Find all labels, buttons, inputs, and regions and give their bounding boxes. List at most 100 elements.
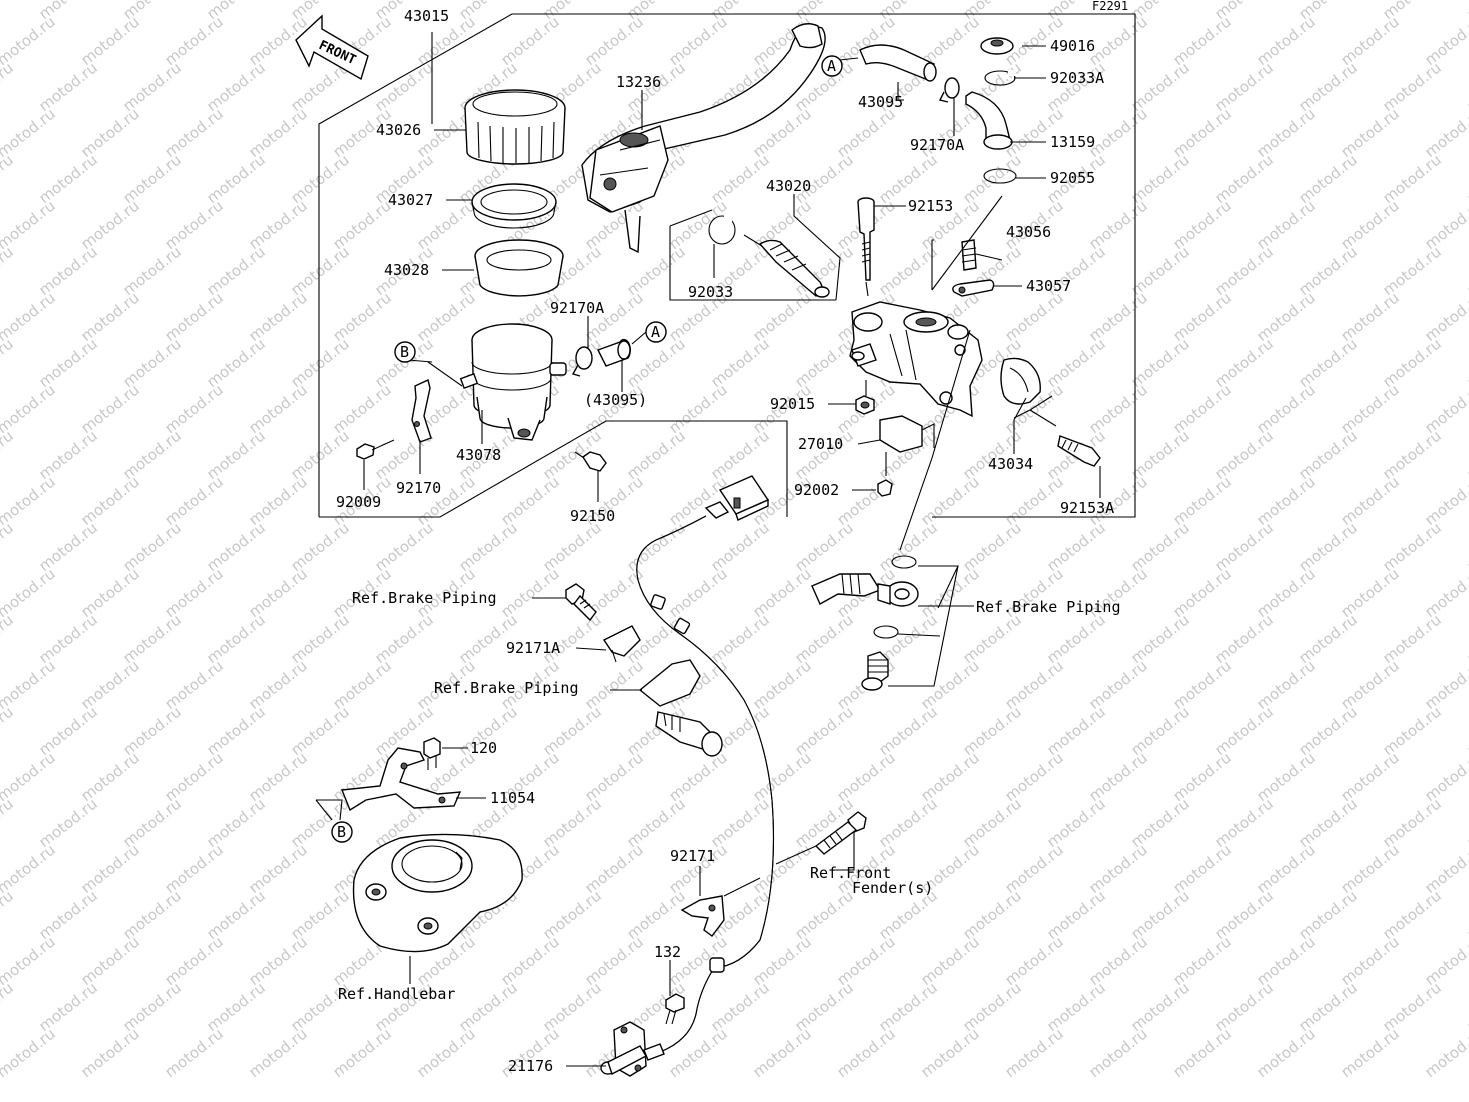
label-43027: 43027 (388, 191, 433, 209)
watermark-text: motod.ru (0, 289, 59, 346)
callout-a-top-text: A (827, 57, 836, 75)
watermark-text: motod.ru (245, 1025, 310, 1082)
label-43028: 43028 (384, 261, 429, 279)
watermark-text: motod.ru (749, 1025, 814, 1082)
label-92002: 92002 (794, 481, 839, 499)
master-cylinder-body (849, 301, 983, 418)
screw-120 (423, 737, 441, 770)
watermark-text: motod.ru (1421, 473, 1469, 530)
watermark-text: motod.ru (1463, 611, 1469, 668)
watermark-text: motod.ru (1463, 59, 1469, 116)
watermark-text: motod.ru (1421, 565, 1469, 622)
watermark-text: motod.ru (0, 979, 17, 1036)
brake-hose-fitting-left (638, 659, 723, 757)
callout-a-mid: A (645, 321, 667, 343)
watermark-text: motod.ru (1463, 427, 1469, 484)
callout-b-low-text: B (337, 823, 346, 841)
watermark-text: motod.ru (0, 611, 17, 668)
front-direction-arrow: FRONT (295, 14, 369, 81)
watermark-text: motod.ru (1463, 887, 1469, 944)
watermark-text: motod.ru (1001, 1025, 1066, 1082)
watermark-text: motod.ru (1463, 979, 1469, 1036)
ref-brake-piping-left-mid: Ref.Brake Piping (434, 679, 579, 697)
label-43095-top: 43095 (858, 93, 903, 111)
callout-b-low: B (331, 821, 353, 843)
hose-43095-top (859, 44, 937, 82)
hose-43095-mid (597, 338, 631, 367)
label-92170: 92170 (396, 479, 441, 497)
watermark-text: motod.ru (1421, 13, 1469, 70)
piston-kit-43020 (669, 196, 841, 301)
watermark-text: motod.ru (0, 335, 17, 392)
ref-handlebar: Ref.Handlebar (338, 985, 455, 1003)
connector-plug (704, 475, 770, 521)
watermark-text: motod.ru (1463, 795, 1469, 852)
circlip-92033 (708, 214, 736, 245)
screw-92002 (877, 479, 893, 497)
watermark-text: motod.ru (0, 0, 17, 23)
reservoir-tank-43078 (459, 323, 567, 441)
callout-a-top: A (821, 55, 843, 77)
watermark-text: motod.ru (1169, 1025, 1234, 1082)
watermark-text: motod.ru (833, 1025, 898, 1082)
label-92015: 92015 (770, 395, 815, 413)
o-ring-92055 (983, 168, 1017, 184)
watermark-text: motod.ru (1463, 519, 1469, 576)
label-92170A-top: 92170A (910, 136, 964, 154)
label-92033A: 92033A (1050, 69, 1104, 87)
label-43078: 43078 (456, 446, 501, 464)
o-ring-right-top (891, 555, 917, 569)
speed-sensor-21176 (600, 1021, 665, 1077)
label-13236: 13236 (616, 73, 661, 91)
label-49016: 49016 (1050, 37, 1095, 55)
watermark-text: motod.ru (1463, 703, 1469, 760)
bolt-ref-front-fender (814, 811, 867, 855)
bolt-132 (665, 993, 685, 1025)
watermark-text: motod.ru (161, 1025, 226, 1082)
label-92171: 92171 (670, 847, 715, 865)
watermark-text: motod.ru (1337, 1025, 1402, 1082)
label-43057: 43057 (1026, 277, 1071, 295)
watermark-text: motod.ru (665, 1025, 730, 1082)
label-27010: 27010 (798, 435, 843, 453)
screw-92150 (574, 451, 607, 472)
bleeder-43056 (961, 239, 977, 271)
watermark-text: motod.ru (0, 473, 59, 530)
watermark-text: motod.ru (1463, 0, 1469, 23)
watermark-text: motod.ru (413, 1025, 478, 1082)
watermark-text: motod.ru (1421, 381, 1469, 438)
clamp-92171A (602, 625, 641, 663)
watermark-text: motod.ru (0, 1025, 59, 1082)
watermark-text: motod.ru (0, 151, 17, 208)
label-13159: 13159 (1050, 133, 1095, 151)
callout-b-mid: B (394, 341, 416, 363)
o-ring-right-bottom (873, 625, 899, 639)
watermark-text: motod.ru (1421, 657, 1469, 714)
label-132: 132 (654, 943, 681, 961)
watermark-text: motod.ru (1421, 749, 1469, 806)
cap-49016 (980, 37, 1014, 55)
label-43020: 43020 (766, 177, 811, 195)
watermark-text: motod.ru (1421, 197, 1469, 254)
watermark-text: motod.ru (0, 105, 59, 162)
label-92153A: 92153A (1060, 499, 1114, 517)
label-92150: 92150 (570, 507, 615, 525)
figure-code: F2291 (1092, 0, 1128, 13)
label-21176: 21176 (508, 1057, 553, 1075)
reservoir-diaphragm-43028 (474, 239, 564, 297)
reference-labels: Ref.Brake Piping Ref.Brake Piping Ref.Br… (338, 589, 1121, 1003)
label-92009: 92009 (336, 493, 381, 511)
watermark-text: motod.ru (1421, 841, 1469, 898)
watermark-text: motod.ru (77, 1025, 142, 1082)
watermark-text: motod.ru (0, 887, 17, 944)
leader-lines (315, 32, 1101, 1067)
reservoir-plate-43027 (471, 183, 557, 229)
watermark-text: motod.ru (1085, 1025, 1150, 1082)
fitting-13159 (965, 91, 1013, 150)
label-43095-ref: (43095) (584, 391, 647, 409)
watermark-text: motod.ru (1463, 151, 1469, 208)
label-92055: 92055 (1050, 169, 1095, 187)
watermark-text: motod.ru (0, 243, 17, 300)
reservoir-bracket-92170 (411, 379, 432, 443)
